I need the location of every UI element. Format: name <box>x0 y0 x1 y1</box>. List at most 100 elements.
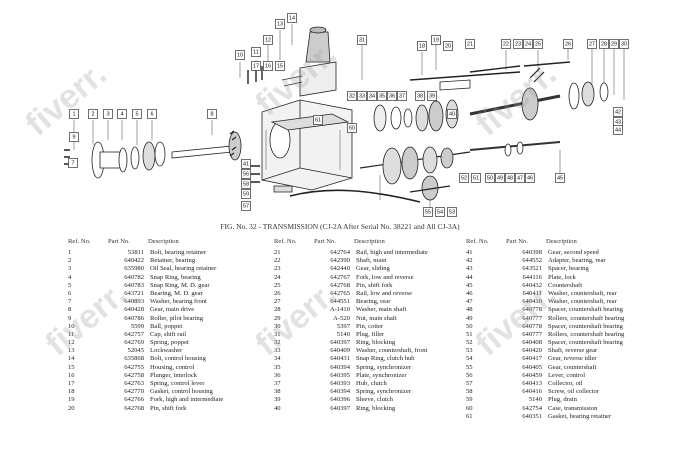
part-number: A-1410 <box>329 306 350 314</box>
callout-box <box>241 169 251 179</box>
ref-number: 42 <box>466 257 473 265</box>
callout-13: 13 <box>275 19 285 29</box>
callout-box <box>132 109 142 119</box>
part-description: Roller, pilot bearing <box>150 314 204 322</box>
callout-box <box>619 39 629 49</box>
part-number: 642755 <box>124 363 144 371</box>
callout-24: 24 <box>523 39 533 49</box>
callout-box <box>587 39 597 49</box>
callout-box <box>347 91 357 101</box>
part-number: 640393 <box>330 380 350 387</box>
callout-box <box>443 41 453 51</box>
part-description: Retainer, bearing <box>150 257 196 265</box>
ref-number: 40 <box>274 404 281 412</box>
callout-box <box>515 173 525 183</box>
part-description: Gear, reverse idler <box>548 355 597 363</box>
ref-number: 10 <box>68 322 75 330</box>
callout-label: 38 <box>417 93 423 99</box>
part-description: Spacer, countershaft bearing <box>548 322 623 330</box>
part-number: 642768 <box>330 281 350 289</box>
callout-38: 38 <box>415 91 425 101</box>
ref-number: 19 <box>68 396 75 404</box>
callout-30: 30 <box>619 39 629 49</box>
ref-number: 51 <box>466 330 473 338</box>
ref-number: 45 <box>466 281 473 289</box>
ref-number: 2 <box>68 257 72 265</box>
part-number: 640431 <box>330 355 350 363</box>
part-number: 5140 <box>336 330 350 338</box>
callout-box <box>275 19 285 29</box>
part-description: Plug, filler <box>356 330 385 338</box>
part-number: 53811 <box>127 249 144 256</box>
part-description: Bearing, rear <box>356 298 391 306</box>
callout-25: 25 <box>533 39 543 49</box>
part-number: 640351 <box>522 412 542 420</box>
callout-label: 13 <box>277 21 283 27</box>
part-description: Washer, countershaft, rear <box>548 298 617 306</box>
callout-label: 22 <box>503 41 509 47</box>
ref-number: 36 <box>274 371 281 379</box>
part-number: 5397 <box>336 322 350 330</box>
part-number: 640777 <box>522 314 542 322</box>
part-number: 52045 <box>127 347 144 355</box>
callout-12: 12 <box>263 35 273 45</box>
ref-number: 4 <box>68 273 72 281</box>
part-number: 640410 <box>522 298 542 306</box>
part-header: Part No. <box>506 238 528 245</box>
part-number: 642770 <box>124 388 144 396</box>
callout-box <box>69 132 79 142</box>
ref-number: 3 <box>68 265 72 273</box>
ref-number: 21 <box>274 249 281 256</box>
callout-29: 29 <box>609 39 619 49</box>
part-description: Bolt, control housing <box>150 355 206 363</box>
callout-label: 15 <box>277 63 283 69</box>
callout-box <box>431 35 441 45</box>
part-number: 640778 <box>522 322 542 330</box>
ref-header: Ref. No. <box>68 238 91 245</box>
part-description: Rollers, countershaft bearing <box>548 330 625 338</box>
part-description: Plate, synchronizer <box>356 371 407 379</box>
callout-27: 27 <box>587 39 597 49</box>
callout-label: 53 <box>449 209 455 215</box>
table-header: Ref. No. Part No. Description <box>466 238 678 249</box>
part-description: Sleeve, clutch <box>356 396 393 404</box>
part-description: Shaft, main <box>356 257 387 265</box>
callout-label: 3 <box>106 111 109 117</box>
part-description: Plug, drain <box>548 396 577 404</box>
ref-number: 49 <box>466 314 473 322</box>
ref-number: 61 <box>466 412 473 420</box>
part-description: Nut, main shaft <box>356 314 397 322</box>
callout-box <box>459 173 469 183</box>
part-description: Ring, blocking <box>356 339 396 347</box>
callout-46: 46 <box>525 173 535 183</box>
callout-box <box>501 39 511 49</box>
callout-label: 46 <box>527 175 533 181</box>
part-description: Lever, control <box>548 371 586 379</box>
callout-label: 21 <box>467 41 473 47</box>
callout-23: 23 <box>513 39 523 49</box>
callout-box <box>435 207 445 217</box>
callout-box <box>447 109 457 119</box>
part-number: 642757 <box>124 330 144 338</box>
ref-number: 34 <box>274 355 281 363</box>
callout-19: 19 <box>431 35 441 45</box>
callout-box <box>263 61 273 71</box>
